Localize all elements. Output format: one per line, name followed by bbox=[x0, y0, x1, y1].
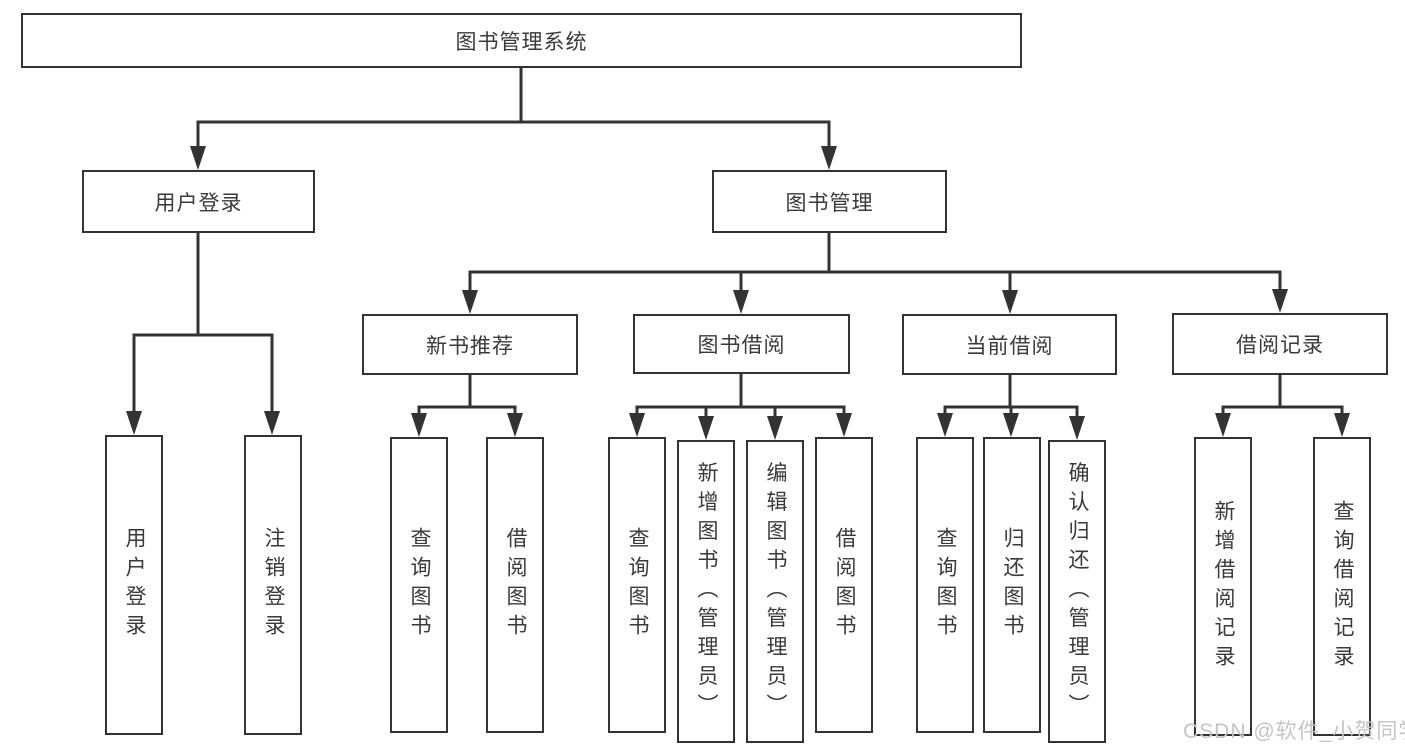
connector-root-to-level2 bbox=[196, 68, 831, 152]
leaf-label: 查询图书 bbox=[408, 527, 431, 643]
node-borrow-records: 借阅记录 bbox=[1172, 313, 1388, 375]
arrowhead bbox=[937, 413, 953, 437]
arrowhead bbox=[733, 290, 749, 314]
leaf-query-book-2: 查询图书 bbox=[608, 437, 666, 733]
watermark: CSDN @软件_小贺同学 bbox=[1183, 720, 1405, 743]
leaf-label: 新增借阅记录 bbox=[1212, 499, 1235, 674]
leaf-borrow-book-1: 借阅图书 bbox=[486, 437, 544, 733]
arrowhead bbox=[767, 416, 783, 440]
connector-userlogin-to-leaves bbox=[132, 233, 274, 417]
leaf-query-borrow-record: 查询借阅记录 bbox=[1313, 437, 1371, 736]
leaf-edit-book-admin: 编辑图书（管理员） bbox=[746, 440, 804, 743]
arrowhead bbox=[629, 413, 645, 437]
leaf-label: 归还图书 bbox=[1001, 527, 1024, 643]
leaf-label: 借阅图书 bbox=[833, 527, 856, 643]
leaf-label: 借阅图书 bbox=[504, 527, 527, 643]
node-new-book-recommend: 新书推荐 bbox=[362, 314, 578, 375]
arrowhead bbox=[1002, 290, 1018, 314]
arrowhead bbox=[1003, 413, 1019, 437]
node-root: 图书管理系统 bbox=[21, 13, 1022, 68]
leaf-label: 查询图书 bbox=[626, 527, 649, 643]
node-book-management: 图书管理 bbox=[712, 170, 947, 233]
leaf-label: 查询图书 bbox=[934, 527, 957, 643]
connector-bookmgmt-to-level3 bbox=[468, 233, 1282, 296]
leaf-label: 注销登录 bbox=[262, 527, 285, 643]
leaf-label: 编辑图书（管理员） bbox=[764, 461, 787, 722]
arrowhead bbox=[836, 413, 852, 437]
leaf-borrow-book-2: 借阅图书 bbox=[815, 437, 873, 733]
arrowhead bbox=[264, 411, 280, 435]
node-current-borrow: 当前借阅 bbox=[902, 314, 1117, 375]
leaf-query-book-3: 查询图书 bbox=[916, 437, 974, 733]
leaf-label: 新增图书（管理员） bbox=[695, 461, 718, 722]
arrowhead bbox=[507, 413, 523, 437]
arrowheads bbox=[126, 146, 1350, 440]
arrowhead bbox=[698, 416, 714, 440]
arrowhead bbox=[821, 146, 837, 170]
arrowhead bbox=[1069, 416, 1085, 440]
connector-bookborrow-to-leaves bbox=[635, 374, 846, 422]
arrowhead bbox=[411, 413, 427, 437]
arrowhead bbox=[1272, 289, 1288, 313]
arrowhead bbox=[126, 411, 142, 435]
leaf-label: 查询借阅记录 bbox=[1331, 499, 1354, 674]
arrowhead bbox=[190, 146, 206, 170]
leaf-confirm-return-admin: 确认归还（管理员） bbox=[1048, 440, 1106, 743]
leaf-label: 确认归还（管理员） bbox=[1066, 461, 1089, 722]
leaf-label: 用户登录 bbox=[123, 527, 146, 643]
leaf-return-book: 归还图书 bbox=[983, 437, 1041, 733]
arrowhead bbox=[1334, 413, 1350, 437]
node-book-borrow: 图书借阅 bbox=[633, 314, 850, 374]
leaf-query-book-1: 查询图书 bbox=[390, 437, 448, 733]
leaf-add-borrow-record: 新增借阅记录 bbox=[1194, 437, 1252, 736]
node-user-login: 用户登录 bbox=[82, 170, 315, 233]
connector-records-to-leaves bbox=[1221, 375, 1344, 419]
connector-newrec-to-leaves bbox=[417, 375, 517, 419]
leaf-logout: 注销登录 bbox=[244, 435, 302, 735]
arrowhead bbox=[1215, 413, 1231, 437]
leaf-user-login: 用户登录 bbox=[105, 435, 163, 735]
leaf-add-book-admin: 新增图书（管理员） bbox=[677, 440, 735, 743]
arrowhead bbox=[462, 290, 478, 314]
